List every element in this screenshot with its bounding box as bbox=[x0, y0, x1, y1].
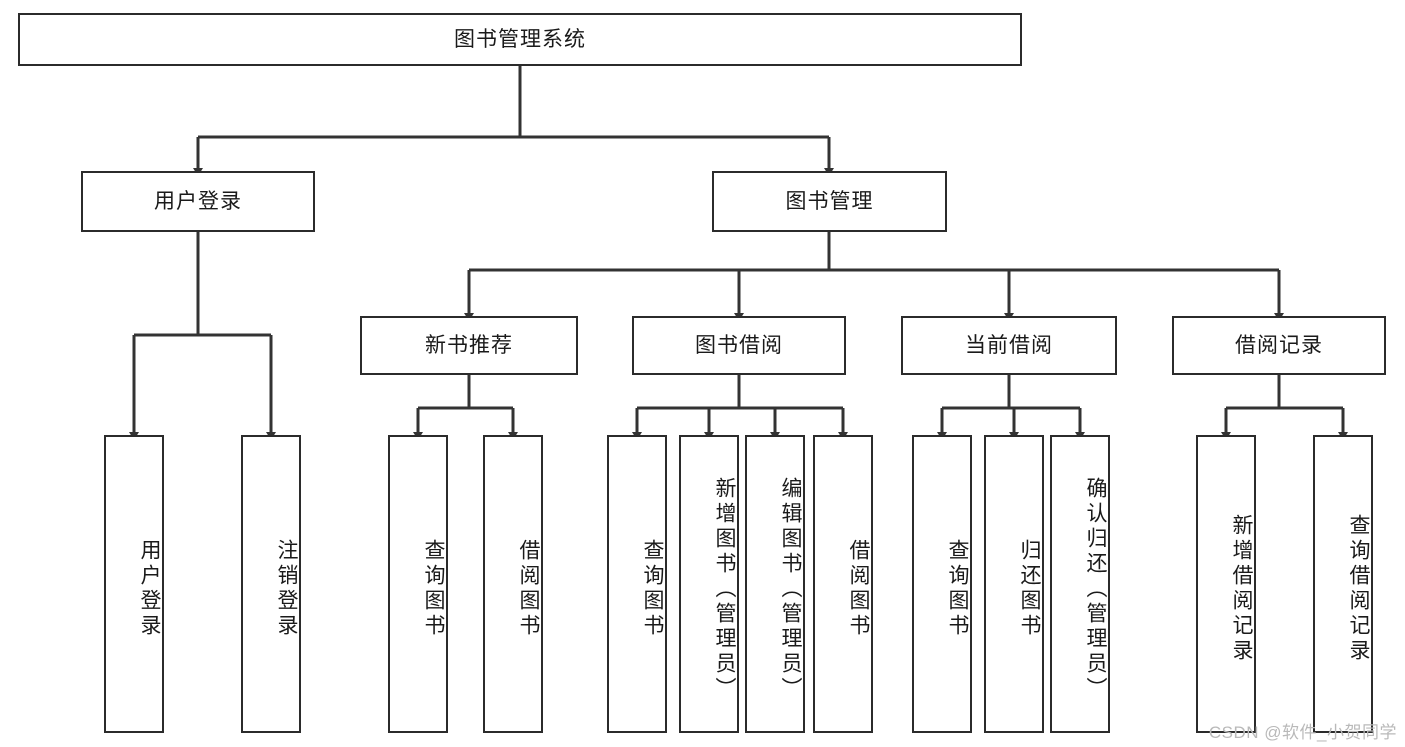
leaf-node-leaf-borrow-book-rec: 借阅图书 bbox=[483, 435, 543, 733]
node-new-book-recommend: 新书推荐 bbox=[360, 316, 578, 375]
leaf-node-leaf-edit-book-admin: 编辑图书（管理员） bbox=[745, 435, 805, 733]
node-label: 用户登录 bbox=[154, 189, 242, 213]
leaf-node-leaf-add-book-admin: 新增图书（管理员） bbox=[679, 435, 739, 733]
node-label: 借阅记录 bbox=[1235, 333, 1323, 357]
node-label: 注销登录 bbox=[275, 539, 298, 639]
leaf-node-leaf-query-book-rec: 查询图书 bbox=[388, 435, 448, 733]
node-label: 新增借阅记录 bbox=[1230, 514, 1253, 664]
leaf-node-leaf-query-book-borrow: 查询图书 bbox=[607, 435, 667, 733]
node-label: 图书管理系统 bbox=[454, 27, 586, 51]
leaf-node-leaf-query-borrow-record: 查询借阅记录 bbox=[1313, 435, 1373, 733]
leaf-node-leaf-user-login: 用户登录 bbox=[104, 435, 164, 733]
node-label: 确认归还（管理员） bbox=[1084, 476, 1107, 702]
node-label: 借阅图书 bbox=[517, 539, 540, 639]
node-label: 新增图书（管理员） bbox=[713, 476, 736, 702]
leaf-node-leaf-logout: 注销登录 bbox=[241, 435, 301, 733]
node-label: 归还图书 bbox=[1018, 539, 1041, 639]
node-label: 当前借阅 bbox=[965, 333, 1053, 357]
node-label: 编辑图书（管理员） bbox=[779, 476, 802, 702]
node-book-manage: 图书管理 bbox=[712, 171, 947, 232]
leaf-node-leaf-return-book: 归还图书 bbox=[984, 435, 1044, 733]
node-label: 查询图书 bbox=[422, 539, 445, 639]
leaf-node-leaf-add-borrow-record: 新增借阅记录 bbox=[1196, 435, 1256, 733]
csdn-watermark: CSDN @软件_小贺同学 bbox=[1208, 723, 1397, 742]
node-label: 查询图书 bbox=[946, 539, 969, 639]
leaf-node-leaf-confirm-return-admin: 确认归还（管理员） bbox=[1050, 435, 1110, 733]
node-current-borrow: 当前借阅 bbox=[901, 316, 1117, 375]
node-label: 查询图书 bbox=[641, 539, 664, 639]
node-label: 用户登录 bbox=[138, 539, 161, 639]
node-label: 新书推荐 bbox=[425, 333, 513, 357]
connector-lines bbox=[129, 66, 1348, 440]
node-label: 查询借阅记录 bbox=[1347, 514, 1370, 664]
node-label: 图书管理 bbox=[785, 189, 874, 213]
node-borrow-record: 借阅记录 bbox=[1172, 316, 1386, 375]
node-label: 借阅图书 bbox=[847, 539, 870, 639]
node-user-login: 用户登录 bbox=[81, 171, 315, 232]
leaf-node-leaf-query-book-current: 查询图书 bbox=[912, 435, 972, 733]
node-book-borrow: 图书借阅 bbox=[632, 316, 846, 375]
node-label: 图书借阅 bbox=[695, 333, 783, 357]
root-node-root: 图书管理系统 bbox=[18, 13, 1022, 66]
leaf-node-leaf-borrow-book: 借阅图书 bbox=[813, 435, 873, 733]
